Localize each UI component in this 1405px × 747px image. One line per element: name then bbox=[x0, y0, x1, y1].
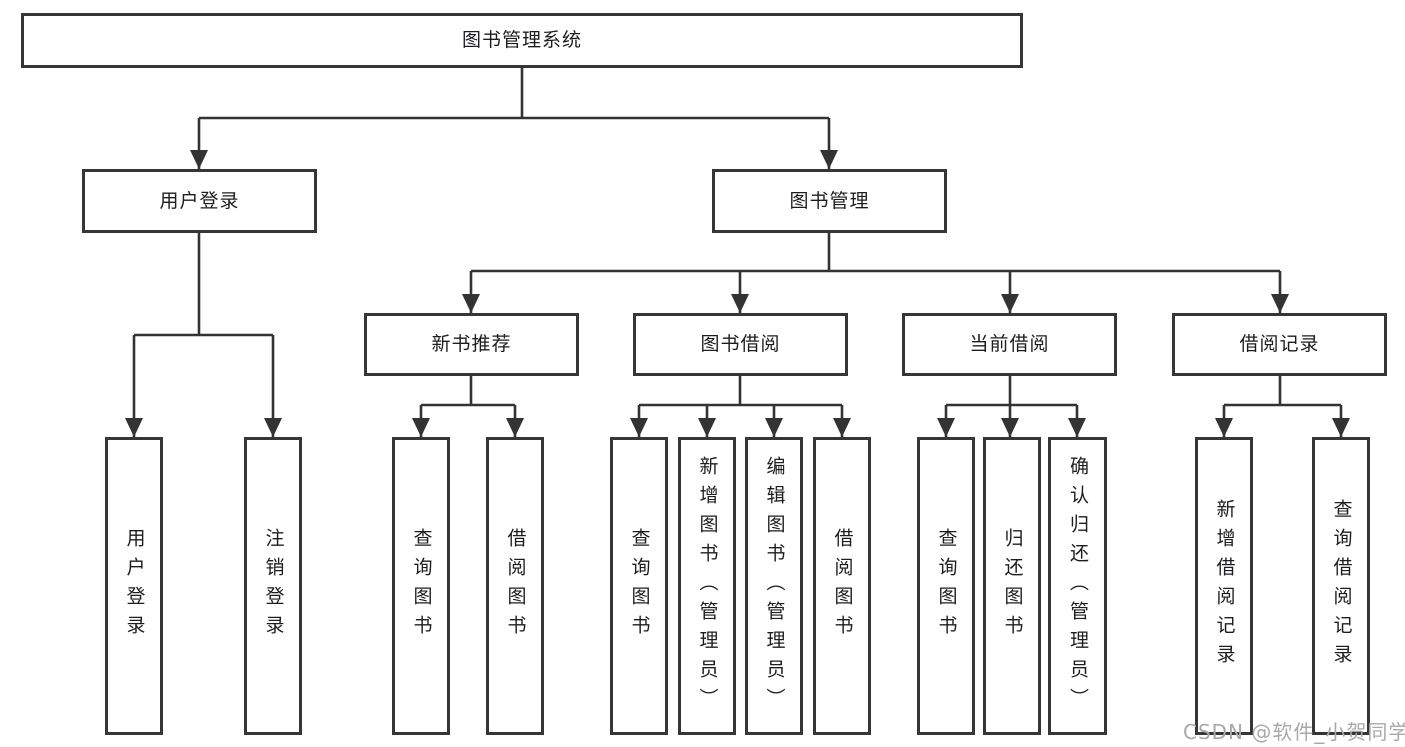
leaf-logout: 注销登录 bbox=[244, 437, 302, 735]
leaf-records-add-record: 新增借阅记录 bbox=[1195, 437, 1253, 735]
leaf-current-return-book: 归还图书 bbox=[983, 437, 1041, 735]
node-user-login: 用户登录 bbox=[82, 169, 317, 233]
node-current-borrowing: 当前借阅 bbox=[902, 313, 1117, 376]
leaf-borrowing-borrow-book: 借阅图书 bbox=[813, 437, 871, 735]
leaf-user-login: 用户登录 bbox=[105, 437, 163, 735]
node-root: 图书管理系统 bbox=[21, 13, 1023, 68]
csdn-watermark: CSDN @软件_小贺同学 bbox=[1183, 720, 1405, 744]
leaf-current-confirm-return-admin: 确认归还（管理员） bbox=[1048, 437, 1107, 735]
leaf-recommend-query-book: 查询图书 bbox=[392, 437, 450, 735]
leaf-borrowing-add-book-admin: 新增图书（管理员） bbox=[678, 437, 736, 735]
node-borrowing-records: 借阅记录 bbox=[1172, 313, 1387, 376]
leaf-borrowing-query-book: 查询图书 bbox=[610, 437, 668, 735]
leaf-records-query-record: 查询借阅记录 bbox=[1312, 437, 1370, 735]
node-book-management: 图书管理 bbox=[712, 169, 947, 233]
node-new-book-recommend: 新书推荐 bbox=[364, 313, 579, 376]
connector-lines bbox=[125, 67, 1350, 437]
leaf-borrowing-edit-book-admin: 编辑图书（管理员） bbox=[745, 437, 803, 735]
leaf-current-query-book: 查询图书 bbox=[917, 437, 975, 735]
leaf-recommend-borrow-book: 借阅图书 bbox=[486, 437, 544, 735]
node-book-borrowing: 图书借阅 bbox=[633, 313, 848, 376]
